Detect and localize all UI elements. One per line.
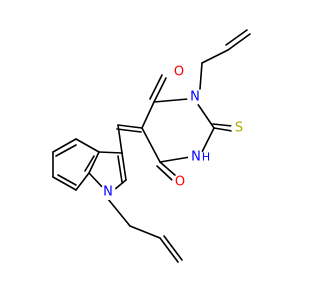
bond-c4-c5 [52, 138, 77, 153]
bond-c2-s-a [213, 127, 233, 132]
bond-c5-c4 [141, 101, 155, 129]
bond-allyl1-db-a [227, 33, 251, 51]
bond-allyl2-ch [129, 225, 161, 239]
bond-c6-o-a [159, 161, 177, 177]
bond-c2-n [113, 179, 127, 191]
atom-layer: O N S N H O N [100, 64, 247, 200]
bond-n1-c6 [159, 156, 191, 163]
bond-c3-c2-b [117, 155, 123, 183]
bond-ch-c3 [117, 124, 123, 154]
structure-drawing: O N S N H O N [52, 29, 251, 263]
bond-c3a-c3 [98, 151, 123, 154]
atom-n-h: N [191, 150, 201, 165]
bond-c4-n3 [153, 98, 189, 103]
molecule-diagram: O N S N H O N [52, 29, 251, 263]
bond-allyl1-ch [201, 49, 229, 64]
bond-c4-o-b [149, 74, 163, 100]
bond-c5-ch-b [116, 128, 142, 133]
bond-c6-c7 [52, 176, 77, 191]
bond-c6-c7-b [57, 174, 77, 186]
bond-allyl1-db-b [225, 29, 248, 46]
bond-n3-ch2 [199, 62, 203, 90]
bond-nind-ch2 [107, 198, 131, 227]
bond-c4-c5-b [55, 144, 77, 157]
atom-s: S [235, 121, 243, 136]
bond-c6-o-b [156, 165, 173, 181]
bond-c2-s-b [212, 123, 233, 127]
bond-c2-n1 [199, 127, 215, 157]
bond-c3a-c4 [75, 138, 100, 153]
bond-c3-c2 [121, 152, 127, 181]
bond-c7a-c3a [88, 151, 100, 174]
bond-c6-c5 [141, 127, 161, 163]
atom-o-top: O [174, 65, 184, 80]
bond-layer [52, 29, 251, 263]
bond-n3-c2 [196, 102, 215, 129]
bond-c5-ch-a [117, 124, 143, 129]
bond-c3a-c7a-b [84, 155, 95, 172]
bond-allyl2-db-b [163, 235, 183, 261]
atom-n-top: N [190, 90, 200, 105]
atom-o-bottom: O [175, 175, 185, 190]
atom-h: H [202, 151, 210, 164]
bond-c4-o-a [153, 77, 167, 103]
bond-c7-c7a [75, 172, 90, 191]
bond-allyl2-db-a [159, 237, 179, 263]
atom-n-indole: N [103, 185, 113, 200]
